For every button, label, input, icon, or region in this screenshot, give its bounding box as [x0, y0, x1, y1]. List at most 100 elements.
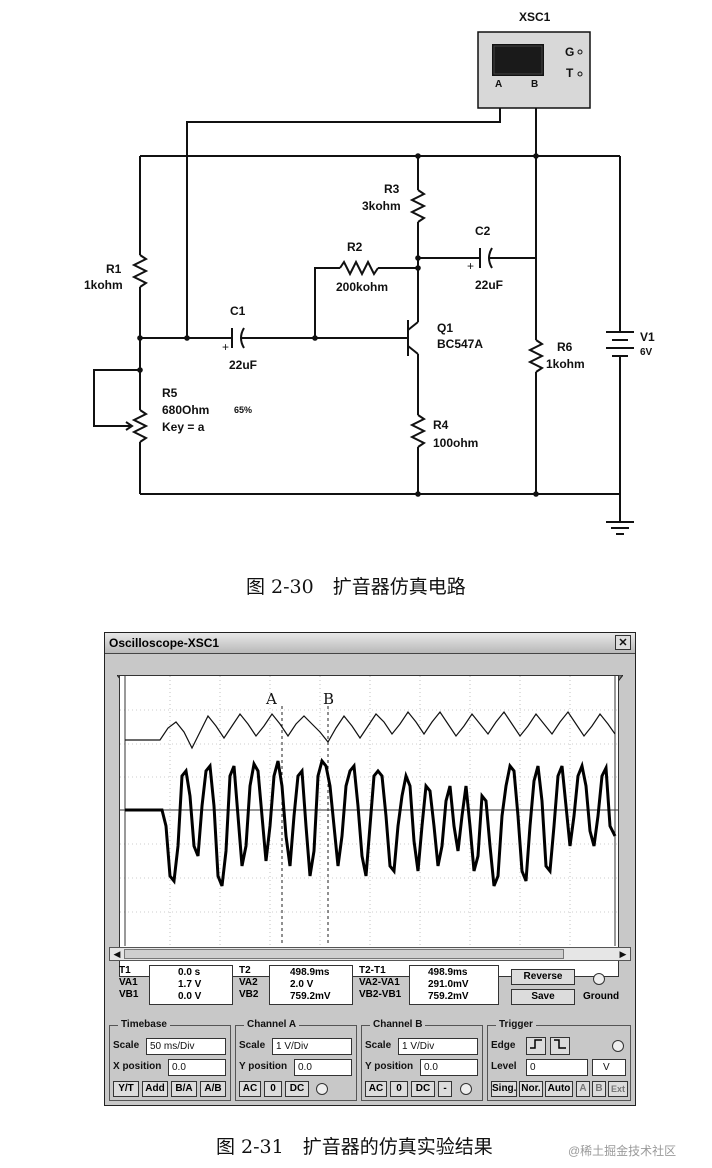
channel-a-scale-field[interactable]: 1 V/Div — [272, 1038, 352, 1055]
rising-edge-button[interactable] — [526, 1037, 546, 1055]
channel-a-ypos-label: Y position — [239, 1061, 288, 1072]
close-button[interactable]: ✕ — [615, 635, 631, 650]
mode-ba-button[interactable]: B/A — [171, 1081, 197, 1097]
timebase-title: Timebase — [118, 1019, 170, 1030]
scroll-thumb[interactable] — [124, 949, 564, 959]
trigger-radio[interactable] — [612, 1040, 624, 1052]
trigger-level-field[interactable]: 0 — [526, 1059, 588, 1076]
channel-a-ypos-field[interactable]: 0.0 — [294, 1059, 352, 1076]
falling-edge-icon — [554, 1039, 566, 1049]
channel-b-invert-button[interactable]: - — [438, 1081, 452, 1097]
channel-b-ypos-label: Y position — [365, 1061, 414, 1072]
r4-label: R4 — [433, 418, 449, 432]
figure-caption-2-31: 图 2-31 扩音器的仿真实验结果 — [216, 1136, 493, 1158]
r5-key: Key = a — [162, 420, 205, 434]
r6-value: 1kohm — [546, 357, 585, 371]
ground-radio[interactable] — [593, 973, 605, 985]
channel-b-ypos-field[interactable]: 0.0 — [420, 1059, 478, 1076]
channel-a-terminal: A — [495, 79, 503, 90]
channel-b-title: Channel B — [370, 1019, 426, 1030]
channel-b-trace — [125, 757, 617, 887]
ground-label: Ground — [583, 991, 620, 1002]
timebase-scale-field[interactable]: 50 ms/Div — [146, 1038, 226, 1055]
trigger-group: Trigger Edge Level 0 V Sing. Nor. Auto A… — [487, 1019, 631, 1101]
horizontal-scrollbar[interactable]: ◀ ▶ — [109, 947, 631, 961]
channel-a-title: Channel A — [244, 1019, 300, 1030]
r2-label: R2 — [347, 240, 363, 254]
oscilloscope-window: Oscilloscope-XSC1 ✕ — [104, 632, 636, 1106]
rising-edge-icon — [530, 1039, 542, 1049]
r5-value: 680Ohm — [162, 403, 210, 417]
scroll-left-icon[interactable]: ◀ — [113, 949, 121, 959]
r2-value: 200kohm — [336, 280, 389, 294]
trigger-single-button[interactable]: Sing. — [491, 1081, 517, 1097]
mode-yt-button[interactable]: Y/T — [113, 1081, 139, 1097]
r3-value: 3kohm — [362, 199, 401, 213]
cursor-b-label: B — [323, 690, 335, 708]
c1-label: C1 — [230, 304, 246, 318]
trigger-source-ext-button[interactable]: Ext — [608, 1081, 628, 1097]
reverse-button[interactable]: Reverse — [511, 969, 575, 985]
scroll-right-icon[interactable]: ▶ — [619, 949, 627, 959]
channel-a-radio[interactable] — [316, 1083, 328, 1095]
oscilloscope-name: XSC1 — [519, 10, 551, 24]
r3-label: R3 — [384, 182, 400, 196]
c2-polarity: + — [467, 259, 475, 273]
c2-value: 22uF — [475, 278, 504, 292]
v1-value: 6V — [640, 347, 653, 358]
channel-b-group: Channel B Scale 1 V/Div Y position 0.0 A… — [361, 1019, 483, 1101]
timebase-scale-label: Scale — [113, 1040, 140, 1051]
v1-label: V1 — [640, 330, 655, 344]
trigger-normal-button[interactable]: Nor. — [519, 1081, 543, 1097]
channel-b-terminal: B — [531, 79, 539, 90]
r4-value: 100ohm — [433, 436, 479, 450]
cursor-readout-panel: T1 VA1 VB1 0.0 s 1.7 V 0.0 V T2 VA2 VB2 … — [119, 965, 619, 1011]
trigger-edge-label: Edge — [491, 1040, 516, 1051]
trigger-auto-button[interactable]: Auto — [545, 1081, 573, 1097]
diff-values-box: 498.9ms 291.0mV 759.2mV — [409, 965, 499, 1005]
terminal-g-label: G — [565, 45, 575, 59]
channel-b-ac-button[interactable]: AC — [365, 1081, 387, 1097]
waveform-plot — [120, 676, 618, 946]
channel-b-radio[interactable] — [460, 1083, 472, 1095]
trigger-level-unit[interactable]: V — [592, 1059, 626, 1076]
c1-polarity: + — [222, 340, 230, 354]
c2-label: C2 — [475, 224, 491, 238]
t2-labels: T2 VA2 VB2 — [239, 965, 259, 1000]
channel-a-ac-button[interactable]: AC — [239, 1081, 261, 1097]
c1-value: 22uF — [229, 358, 258, 372]
save-button[interactable]: Save — [511, 989, 575, 1005]
channel-a-trace — [125, 710, 616, 750]
timebase-group: Timebase Scale 50 ms/Div X position 0.0 … — [109, 1019, 231, 1101]
channel-a-zero-button[interactable]: 0 — [264, 1081, 282, 1097]
figure-caption-2-30: 图 2-30 扩音器仿真电路 — [246, 576, 466, 598]
falling-edge-button[interactable] — [550, 1037, 570, 1055]
channel-a-scale-label: Scale — [239, 1040, 266, 1051]
watermark: @稀土掘金技术社区 — [568, 1144, 677, 1158]
trigger-title: Trigger — [496, 1019, 536, 1030]
channel-b-scale-label: Scale — [365, 1040, 392, 1051]
channel-a-dc-button[interactable]: DC — [285, 1081, 309, 1097]
r6-label: R6 — [557, 340, 573, 354]
terminal-t-label: T — [566, 66, 574, 80]
r1-label: R1 — [106, 262, 122, 276]
q1-label: Q1 — [437, 321, 454, 335]
x-position-field[interactable]: 0.0 — [168, 1059, 226, 1076]
channel-b-zero-button[interactable]: 0 — [390, 1081, 408, 1097]
window-title: Oscilloscope-XSC1 — [109, 636, 220, 650]
r5-label: R5 — [162, 386, 178, 400]
t2-values-box: 498.9ms 2.0 V 759.2mV — [269, 965, 353, 1005]
trigger-source-a-button[interactable]: A — [576, 1081, 590, 1097]
window-titlebar[interactable]: Oscilloscope-XSC1 ✕ — [105, 633, 635, 654]
cursor-a-label: A — [266, 690, 277, 708]
mode-add-button[interactable]: Add — [142, 1081, 168, 1097]
r5-setting: 65% — [234, 405, 253, 415]
amplifier-schematic — [93, 31, 634, 535]
x-position-label: X position — [113, 1061, 162, 1072]
r1-value: 1kohm — [84, 278, 123, 292]
channel-b-scale-field[interactable]: 1 V/Div — [398, 1038, 478, 1055]
mode-ab-button[interactable]: A/B — [200, 1081, 226, 1097]
t1-values-box: 0.0 s 1.7 V 0.0 V — [149, 965, 233, 1005]
trigger-source-b-button[interactable]: B — [592, 1081, 606, 1097]
channel-b-dc-button[interactable]: DC — [411, 1081, 435, 1097]
